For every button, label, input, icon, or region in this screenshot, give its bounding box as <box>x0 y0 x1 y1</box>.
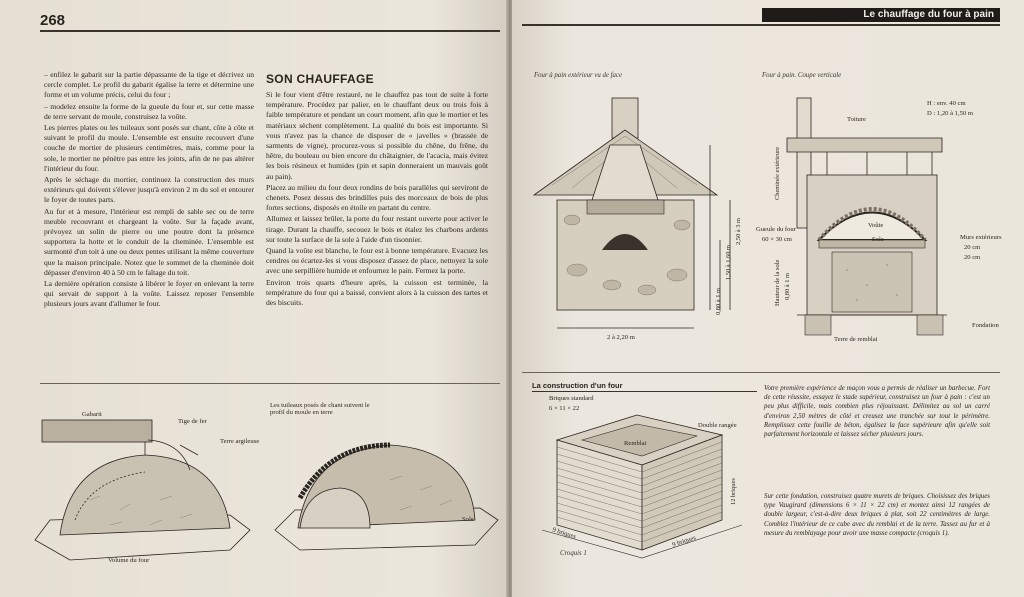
oven-front-view-illustration <box>532 97 731 329</box>
box-title: La construction d'un four <box>532 381 623 390</box>
page-number: 268 <box>40 12 66 29</box>
label-terre: Terre argileuse <box>220 438 260 445</box>
label-fondation: Fondation <box>972 322 999 329</box>
section-divider <box>522 372 1000 373</box>
dim-h3: 2,50 à 3 m <box>735 218 742 245</box>
label-cheminee: Cheminée extérieure <box>774 146 781 200</box>
paragraph: Allumez et laissez brûler, la porte du f… <box>266 214 488 244</box>
label-hauteur-dim: 0,80 à 1 m <box>784 273 791 300</box>
paragraph: Les pierres plates ou les tuileaux sont … <box>44 123 254 173</box>
label-murs: Murs extérieurs <box>960 234 1002 241</box>
running-head: Le chauffage du four à pain <box>762 8 1000 22</box>
label-sole: Sole <box>872 236 884 243</box>
label-gueule-dim: 60 × 30 cm <box>762 236 792 243</box>
book-gutter <box>506 0 514 597</box>
vault-tiles-illustration <box>274 442 499 551</box>
label-voute: Voûte <box>868 222 884 229</box>
label-briques: Briques standard <box>549 395 594 402</box>
figure-caption-section: Four à pain. Coupe verticale <box>762 72 842 79</box>
label-sole: Sole <box>462 516 474 523</box>
brick-cube-illustration <box>541 414 743 559</box>
label-volume: Volume du four <box>108 557 150 564</box>
earth-mold-illustration <box>34 419 251 561</box>
text-column-2: Si le four vient d'être restauré, ne le … <box>266 90 488 309</box>
dim-h2: 1,50 à 1,60 m <box>725 245 732 280</box>
paragraph: – enfilez le gabarit sur la partie dépas… <box>44 70 254 100</box>
label-terre: Terre de remblai <box>834 336 878 343</box>
paragraph: Si le four vient d'être restauré, ne le … <box>266 90 488 181</box>
label-tige: Tige de fer <box>178 418 207 425</box>
paragraph: Placez au milieu du four deux rondins de… <box>266 182 488 213</box>
oven-section-illustration <box>786 97 947 336</box>
label-double: Double rangée <box>698 422 737 429</box>
label-hauteur: Hauteur de la sole <box>774 259 781 306</box>
dim-h: H : env. 40 cm <box>927 100 966 107</box>
paragraph: Environ trois quarts d'heure après, la c… <box>266 277 488 308</box>
paragraph: La dernière opération consiste à libérer… <box>44 279 254 309</box>
box-title-rule <box>532 391 757 392</box>
croquis-caption: Croquis 1 <box>560 550 587 557</box>
figure-caption-front: Four à pain extérieur vu de face <box>534 72 622 79</box>
dim-h1: 0,80 à 1 m <box>715 288 722 315</box>
label-remblai: Remblai <box>624 440 647 447</box>
label-murs-dim: 20 cm <box>964 244 981 251</box>
paragraph: Après le séchage du mortier, continuez l… <box>44 175 254 205</box>
right-page: Le chauffage du four à pain Four à pain … <box>512 0 1024 597</box>
paragraph: Au fur et à mesure, l'intérieur est remp… <box>44 206 254 277</box>
label-douze: 12 briques <box>730 478 737 505</box>
top-rule <box>40 30 500 32</box>
label-murs-dim-2: 20 cm <box>964 254 981 261</box>
instruction-text-2: Sur cette fondation, construisez quatre … <box>764 493 990 537</box>
section-divider <box>40 383 500 384</box>
dim-d: D : 1,20 à 1,50 m <box>927 110 973 117</box>
paragraph: Quand la voûte est blanche, le four est … <box>266 246 488 276</box>
top-rule <box>522 24 1000 26</box>
label-toiture: Toiture <box>847 116 866 123</box>
text-column-1: – enfilez le gabarit sur la partie dépas… <box>44 70 254 311</box>
left-page: 268 – enfilez le gabarit sur la partie d… <box>0 0 508 597</box>
dim-width: 2 à 2,20 m <box>607 334 635 341</box>
label-gabarit: Gabarit <box>82 411 102 418</box>
label-gueule: Gueule du four <box>756 226 796 233</box>
instruction-text-1: Votre première expérience de maçon vous … <box>764 385 990 439</box>
label-briques-dim: 6 × 11 × 22 <box>549 405 580 412</box>
section-heading: SON CHAUFFAGE <box>266 72 374 86</box>
label-tuileaux: Les tuileaux posés de chant suivent le p… <box>270 402 370 416</box>
paragraph: – modelez ensuite la forme de la gueule … <box>44 101 254 121</box>
